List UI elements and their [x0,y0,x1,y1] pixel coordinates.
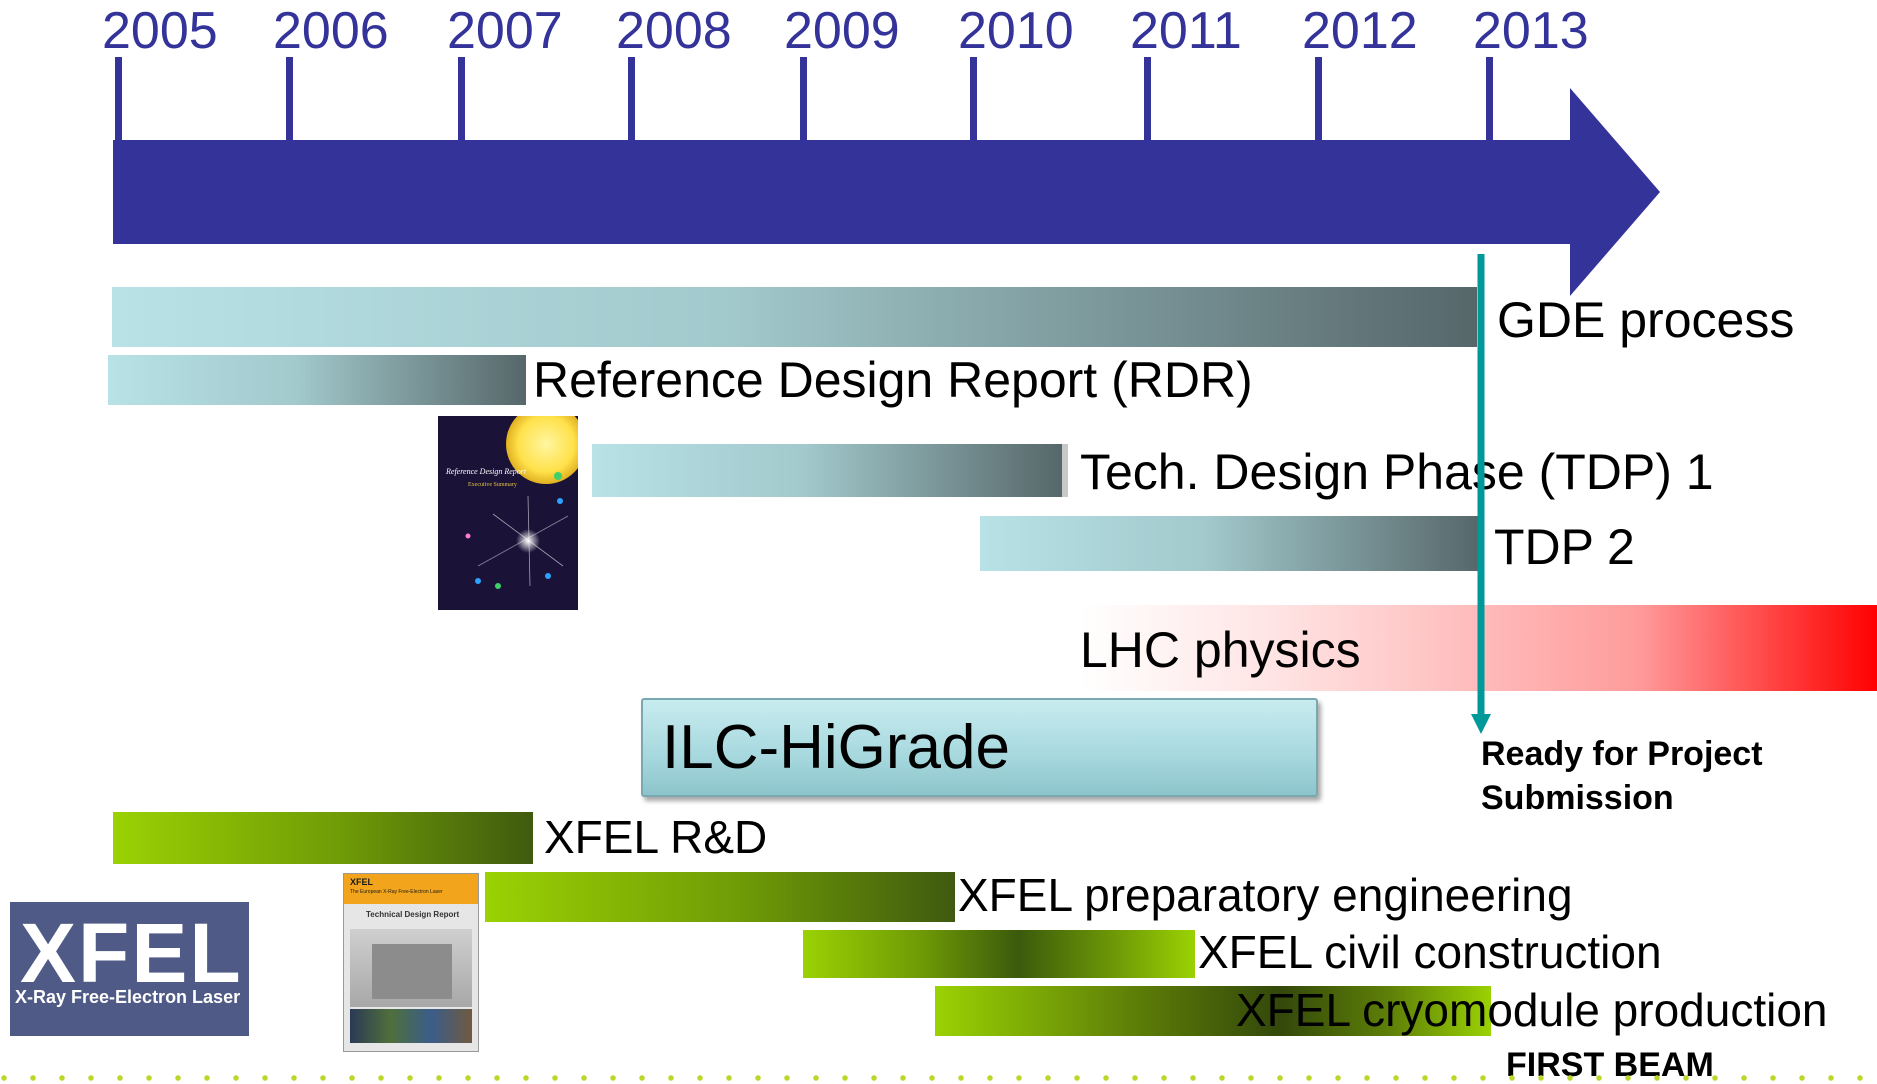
year-tick [800,57,807,143]
year-tick [628,57,635,143]
xfel-prep-label: XFEL preparatory engineering [958,869,1573,921]
gde-process-label: GDE process [1497,292,1795,348]
xfel-prep-bar [485,872,955,922]
rdr-label: Reference Design Report (RDR) [533,352,1253,408]
tdp2-label: TDP 2 [1494,519,1635,575]
year-label: 2007 [447,2,563,60]
year-tick [458,57,465,143]
timeline-arrow [113,88,1660,296]
tdp1-label: Tech. Design Phase (TDP) 1 [1080,444,1714,500]
year-label: 2010 [958,2,1074,60]
xfel-tdr-cover-subtitle: The European X-Ray Free-Electron Laser [350,889,443,895]
xfel-logo-title: XFEL [20,906,243,1000]
gde-process-bar [112,287,1477,347]
year-label: 2011 [1130,2,1242,60]
rdr-bar [108,355,526,405]
xfel-cryo-bar [935,986,1491,1036]
tdp1-bar-edge [1062,444,1068,497]
year-tick [970,57,977,143]
xfel-cryo-label: XFEL cryomodule production [1236,984,1828,1036]
xfel-logo: XFEL X-Ray Free-Electron Laser [10,902,249,1036]
year-tick [1144,57,1151,143]
project-submission-marker [1471,254,1491,734]
xfel-civil-label: XFEL civil construction [1198,926,1662,978]
year-tick [115,57,122,143]
year-tick [1315,57,1322,143]
rdr-cover-image: Reference Design Report Executive Summar… [438,416,578,610]
year-tick [286,57,293,143]
year-label: 2009 [784,2,900,60]
year-label: 2008 [616,2,732,60]
year-label: 2006 [273,2,389,60]
bottom-dot-border [0,1074,1877,1081]
xfel-rnd-bar [113,812,533,864]
xfel-logo-subtitle: X-Ray Free-Electron Laser [15,987,241,1007]
project-submission-label: Submission [1481,779,1674,817]
ilc-higrade-label: ILC-HiGrade [662,713,1010,782]
rdr-cover-title: Reference Design Report [445,467,527,476]
tdp1-bar [592,444,1062,497]
year-label: 2013 [1473,2,1589,60]
xfel-tdr-cover-title: Technical Design Report [366,910,460,919]
project-submission-label: Ready for Project [1481,735,1763,773]
year-label: 2005 [102,2,218,60]
xfel-rnd-label: XFEL R&D [544,811,768,863]
ilc-higrade-box [641,698,1318,797]
xfel-tdr-cover-image: XFEL The European X-Ray Free-Electron La… [343,873,479,1052]
xfel-civil-bar [803,930,1195,978]
rdr-cover-subtitle: Executive Summary [468,482,517,488]
year-tick [1486,57,1493,143]
year-label: 2012 [1302,2,1418,60]
tdp2-bar [980,516,1480,571]
xfel-tdr-cover-brand: XFEL [350,877,374,887]
lhc-physics-label: LHC physics [1080,622,1361,678]
